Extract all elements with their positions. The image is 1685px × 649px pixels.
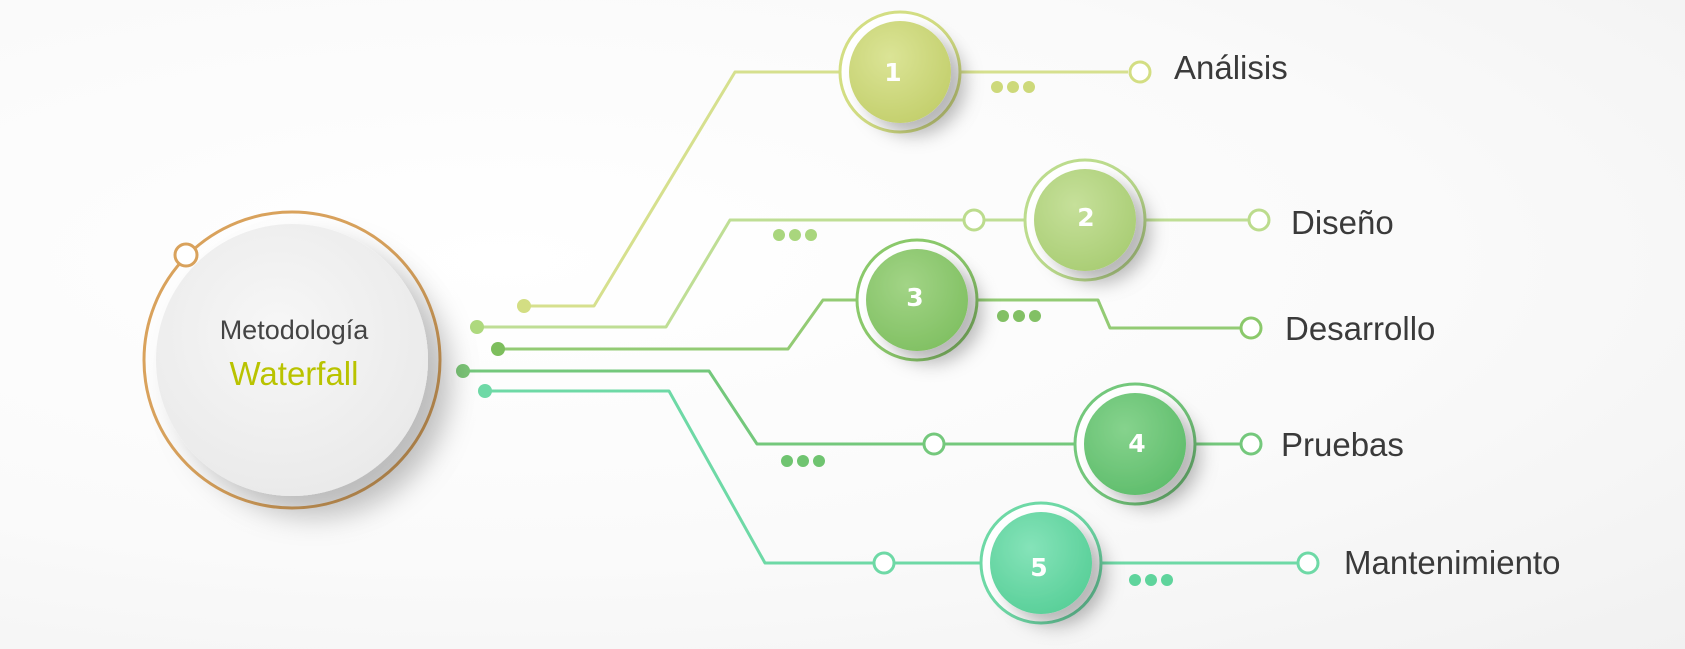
end-ring-3 [1239, 316, 1263, 340]
hub-title: Metodología [220, 315, 370, 345]
step-4-number: 4 [1128, 429, 1145, 458]
step-2-disc [1034, 169, 1136, 271]
connector-line-4 [463, 369, 1250, 446]
start-dot-1 [517, 299, 531, 313]
hub-ring-marker [173, 242, 199, 268]
step-4: 4 Pruebas [1073, 382, 1404, 506]
step-2: 2 Diseño [1023, 158, 1394, 282]
start-dots [456, 299, 531, 398]
dot-accents [773, 81, 1173, 586]
step-5-number: 5 [1030, 553, 1047, 582]
start-dot-2 [470, 320, 484, 334]
triple-dots-2 [773, 229, 817, 241]
end-ring-1 [1128, 60, 1152, 84]
hub-subtitle: Waterfall [230, 355, 359, 392]
mid-ring-5 [872, 551, 896, 575]
step-2-number: 2 [1077, 203, 1094, 232]
end-ring-4 [1239, 432, 1263, 456]
step-1: 1 Análisis [838, 10, 1288, 134]
end-ring-5 [1296, 551, 1320, 575]
step-3: 3 Desarrollo [855, 238, 1435, 362]
connector-line-1 [524, 70, 1128, 308]
mid-ring-4 [922, 432, 946, 456]
end-ring-2 [1247, 208, 1271, 232]
step-1-label: Análisis [1174, 49, 1288, 86]
mid-ring-2 [962, 208, 986, 232]
hub-ring [142, 210, 442, 510]
triple-dots-4 [781, 455, 825, 467]
step-2-label: Diseño [1291, 204, 1394, 241]
start-dot-3 [491, 342, 505, 356]
step-1-disc [849, 21, 951, 123]
triple-dots-5 [1129, 574, 1173, 586]
triple-dots-3 [997, 310, 1041, 322]
hub: Metodología Waterfall [142, 210, 442, 510]
step-5-disc [990, 512, 1092, 614]
step-4-label: Pruebas [1281, 426, 1404, 463]
ring-terminals [872, 60, 1320, 575]
step-4-disc [1084, 393, 1186, 495]
triple-dots-1 [991, 81, 1035, 93]
step-3-number: 3 [906, 283, 923, 312]
start-dot-4 [456, 364, 470, 378]
step-5-label: Mantenimiento [1344, 544, 1560, 581]
step-1-number: 1 [884, 58, 901, 87]
step-3-label: Desarrollo [1285, 310, 1435, 347]
hub-disc [156, 224, 428, 496]
step-5: 5 Mantenimiento [979, 501, 1560, 625]
step-3-disc [866, 249, 968, 351]
start-dot-5 [478, 384, 492, 398]
